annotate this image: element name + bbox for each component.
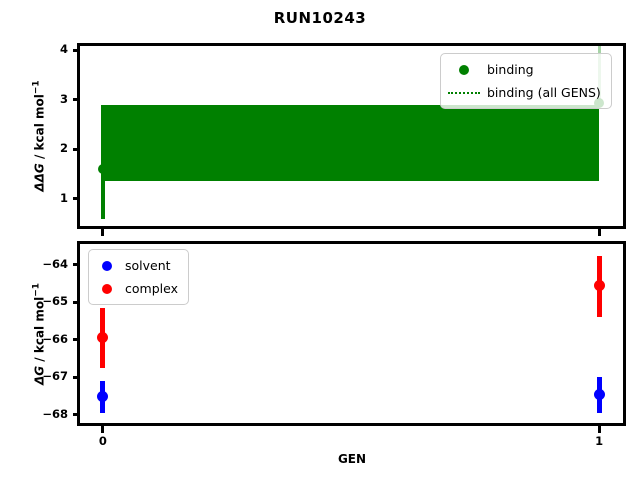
top-legend: binding binding (all GENS)	[440, 53, 612, 109]
data-point	[593, 388, 605, 400]
data-point	[593, 280, 605, 292]
y-tick-label: −66	[42, 331, 68, 346]
data-point	[97, 390, 109, 402]
legend-label: binding	[487, 62, 534, 77]
legend-item: binding	[447, 60, 601, 79]
y-tick-label: 1	[59, 190, 68, 205]
uncertainty-band	[102, 104, 600, 181]
legend-item: complex	[95, 279, 178, 298]
ylabel-bottom-symbol: ΔG	[32, 365, 47, 386]
y-tick-mark	[73, 263, 80, 267]
x-tick-mark	[597, 426, 601, 433]
data-point	[97, 164, 108, 175]
legend-label: solvent	[125, 258, 171, 273]
ylabel-top-symbol: ΔΔG	[32, 163, 47, 192]
y-tick-mark	[73, 48, 80, 52]
legend-item: binding (all GENS)	[447, 83, 601, 102]
legend-label: complex	[125, 281, 178, 296]
x-tick-label: 0	[98, 434, 107, 448]
legend-item: solvent	[95, 256, 178, 275]
ylabel-top-units: / kcal mol	[32, 94, 47, 164]
y-tick-label: −65	[42, 294, 68, 309]
legend-dot-marker	[95, 260, 119, 271]
y-tick-mark	[73, 338, 80, 342]
legend-dotted-line-marker	[447, 91, 481, 94]
y-tick-label: −64	[42, 256, 68, 271]
y-tick-label: 4	[59, 42, 68, 57]
y-tick-mark	[73, 300, 80, 304]
x-tick-mark	[597, 229, 601, 236]
data-point	[97, 332, 109, 344]
bottom-legend: solvent complex	[88, 249, 189, 305]
y-tick-mark	[73, 147, 80, 151]
ylabel-top-exponent: −1	[31, 80, 42, 95]
y-tick-mark	[73, 98, 80, 102]
x-tick-label: 1	[595, 434, 604, 448]
y-tick-label: 2	[59, 141, 68, 156]
x-axis-label: GEN	[337, 452, 367, 466]
x-tick-mark	[101, 229, 105, 236]
y-tick-label: −68	[42, 406, 68, 421]
y-tick-mark	[73, 197, 80, 201]
y-tick-label: −67	[42, 369, 68, 384]
y-tick-mark	[73, 375, 80, 379]
y-tick-label: 3	[59, 91, 68, 106]
legend-dot-marker	[447, 64, 481, 75]
chart-title: RUN10243	[273, 9, 367, 27]
ylabel-bottom-units: / kcal mol	[32, 296, 47, 366]
x-tick-mark	[101, 426, 105, 433]
y-tick-mark	[73, 413, 80, 417]
legend-label: binding (all GENS)	[487, 85, 601, 100]
bottom-y-axis-label: ΔG / kcal mol−1	[32, 283, 47, 385]
legend-dot-marker	[95, 283, 119, 294]
top-y-axis-label: ΔΔG / kcal mol−1	[32, 80, 47, 191]
ylabel-bottom-exponent: −1	[31, 282, 42, 297]
